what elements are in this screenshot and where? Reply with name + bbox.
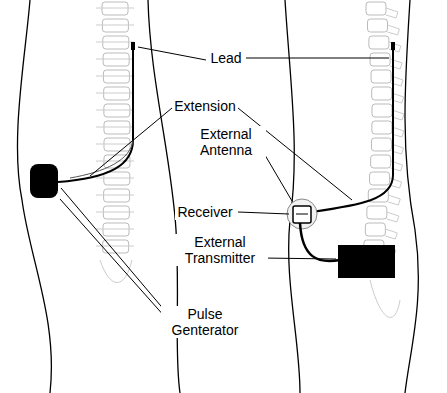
vertebra	[365, 223, 385, 236]
vertebra-process	[96, 110, 134, 111]
spinous-process	[390, 59, 402, 69]
sacrum	[370, 280, 400, 317]
vertebra-process	[96, 229, 134, 230]
body-outline	[405, 0, 418, 393]
leader-line	[60, 199, 166, 318]
leader-lines	[60, 47, 389, 318]
spinous-process	[388, 195, 400, 205]
vertebra	[371, 70, 391, 83]
external-transmitter	[338, 245, 395, 278]
spinous-process	[387, 212, 399, 222]
part-label: External Transmitter	[172, 234, 268, 266]
vertebra-process	[96, 161, 134, 162]
vertebra	[370, 53, 390, 66]
lead-wire	[58, 45, 133, 182]
part-label: Receiver	[175, 204, 234, 220]
spine	[96, 2, 404, 317]
vertebra	[372, 87, 392, 100]
lead-wire	[312, 45, 393, 212]
extension-wire	[70, 140, 133, 178]
pulse-generator	[30, 164, 58, 198]
spinous-process	[389, 42, 401, 52]
leader-line	[90, 108, 172, 176]
vertebra	[367, 19, 387, 32]
vertebra-process	[96, 76, 134, 77]
body-outline	[285, 0, 300, 393]
leader-line	[61, 188, 166, 312]
spinous-process	[385, 229, 397, 239]
transmitter-cable	[300, 223, 340, 261]
spinous-process	[387, 25, 399, 35]
vertebra	[372, 104, 392, 117]
part-label: External Antenna	[186, 126, 266, 158]
spinous-process	[386, 8, 398, 18]
receiver	[293, 206, 311, 223]
vertebra-process	[96, 195, 134, 196]
vertebra	[370, 172, 390, 185]
part-label: Pulse Genterator	[161, 306, 249, 338]
vertebra-process	[96, 178, 134, 179]
vertebra	[372, 121, 392, 134]
vertebra	[369, 36, 389, 49]
vertebra-process	[96, 127, 134, 128]
leader-line	[238, 212, 289, 214]
receiver-detail	[296, 214, 308, 215]
leader-line	[262, 258, 336, 259]
part-label: Lead	[208, 50, 243, 66]
vertebra-process	[96, 25, 134, 26]
vertebra-process	[96, 212, 134, 213]
sacrum	[100, 260, 132, 283]
vertebra-process	[96, 42, 134, 43]
external-antenna	[287, 199, 317, 229]
part-label: Extension	[172, 98, 237, 114]
leader-line	[262, 150, 292, 201]
vertebra-process	[96, 59, 134, 60]
leader-line	[246, 58, 389, 59]
vertebra	[371, 155, 391, 168]
leader-line	[138, 47, 206, 60]
vertebra	[371, 138, 391, 151]
vertebra-process	[96, 8, 134, 9]
vertebra-process	[96, 93, 134, 94]
vertebra	[367, 206, 387, 219]
vertebra	[366, 2, 386, 15]
